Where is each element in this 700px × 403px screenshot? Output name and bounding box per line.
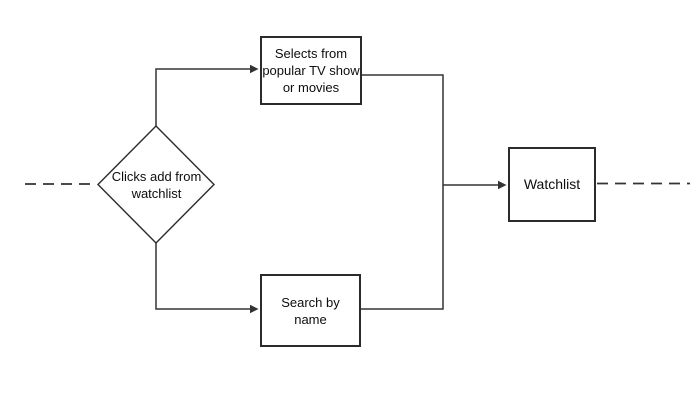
node-label-clicks-add-from-watchlist: Clicks add from watchlist [111, 168, 202, 201]
node-clicks-add-from-watchlist: Clicks add from watchlist [84, 158, 229, 211]
edge-merge-bus [361, 74, 444, 310]
node-watchlist: Watchlist [508, 147, 596, 222]
node-label-search-by-name: Search by name [281, 294, 340, 327]
arrowhead-into-watchlist [498, 180, 507, 190]
arrowhead-into-selects [250, 64, 259, 74]
node-label-selects-from-popular: Selects from popular TV show or movies [262, 46, 360, 95]
diamond-node-shape [97, 125, 215, 244]
arrowhead-into-search [250, 304, 259, 314]
node-label-watchlist: Watchlist [523, 176, 581, 192]
edge-diamond-to-search [155, 243, 250, 310]
node-search-by-name: Search by name [260, 274, 361, 347]
edge-diamond-to-selects [155, 68, 250, 126]
node-selects-from-popular: Selects from popular TV show or movies [260, 36, 362, 105]
